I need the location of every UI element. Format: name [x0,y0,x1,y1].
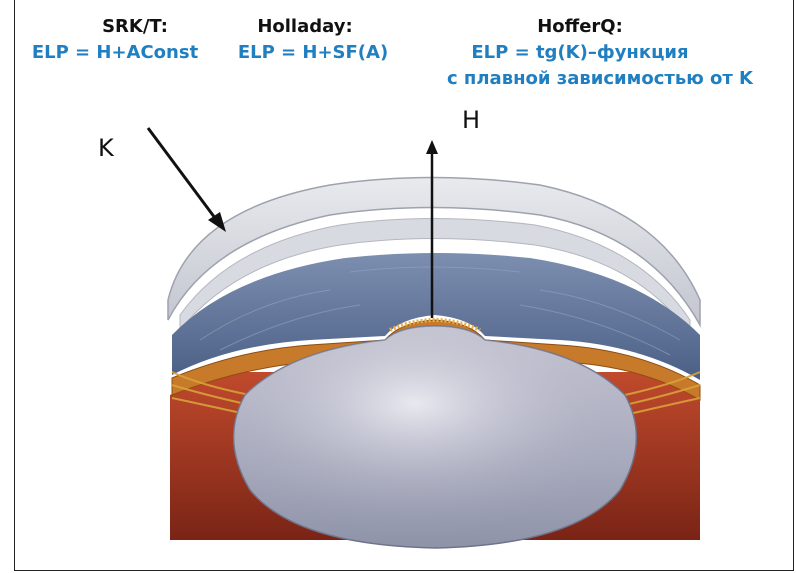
k-arrow [148,128,226,232]
srk-formula-text: ELP = H+AConst [20,42,210,63]
hofferq-formula-name: HofferQ: [450,16,710,37]
holladay-formula-text: ELP = H+SF(A) [228,42,398,63]
hofferq-formula-line1: ELP = tg(K)–функция [430,42,730,63]
k-label: K [98,134,114,162]
srk-formula-name: SRK/T: [60,16,210,37]
holladay-formula-name: Holladay: [230,16,380,37]
hofferq-formula-line2: с плавной зависимостью от K [430,68,770,89]
h-label: H [462,106,480,134]
